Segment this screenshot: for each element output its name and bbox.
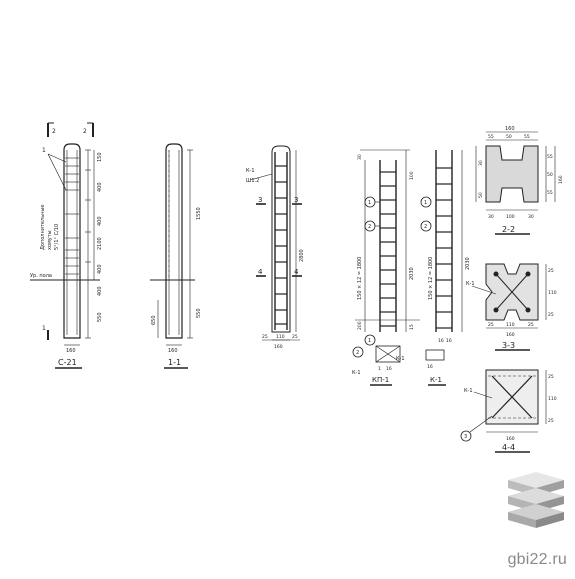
cage-kp1-view [352, 149, 445, 386]
marker-2-bottom: 2 [356, 350, 359, 356]
dim-30-kp1: 30 [357, 154, 363, 160]
dim-30-s22-bottom-b: 30 [528, 214, 534, 220]
dim-55-s22-right-b: 55 [547, 190, 553, 196]
section-mark-2-right: 2 [83, 128, 87, 135]
dim-400-c: 400 [97, 264, 103, 274]
dim-25-s33-bottom-b: 25 [528, 322, 534, 328]
dim-15-kp1: 15 [409, 324, 415, 330]
section-2-2-view [475, 131, 556, 235]
section-mark-3-left: 3 [258, 196, 262, 204]
dim-50-s22-top: 50 [506, 134, 512, 140]
section-4-4-title: 4-4 [502, 443, 515, 452]
dim-160-s22-top: 160 [505, 126, 515, 132]
label-k1-s33: К-1 [466, 281, 475, 287]
dim-160-k1: 160 [274, 344, 283, 350]
section-mark-1-left: 1 [42, 325, 46, 332]
dim-16-a-kp1: 16 [386, 366, 392, 372]
section-mark-2-left: 2 [52, 128, 56, 135]
cage-label-sh2: Ш1.2 [246, 178, 259, 184]
dim-160-s44: 160 [506, 436, 515, 442]
dim-30-s22-left: 30 [478, 160, 484, 166]
dim-1-kp1: 1 [378, 366, 381, 372]
callout-number-1: 1 [42, 147, 46, 154]
marker-2-k1r: 2 [424, 224, 427, 230]
dim-200-kp1: 200 [357, 321, 363, 330]
dim-650: 650 [151, 315, 157, 325]
section-3-3-title: 3-3 [502, 341, 515, 350]
section-2-2-title: 2-2 [502, 225, 515, 234]
section-1-1-title: 1-1 [168, 358, 181, 367]
note-line-1: Дополнительные [40, 205, 46, 250]
dim-100-kp1: 100 [409, 171, 415, 180]
level-label: Ур. пола [30, 273, 52, 279]
dim-160-s22-right: 160 [558, 175, 564, 184]
dim-110-s33-right: 110 [548, 290, 557, 296]
dim-25-s33-right-a: 25 [548, 268, 554, 274]
dim-100-s22-bottom: 100 [506, 214, 515, 220]
dim-25-s44-right-b: 25 [548, 418, 554, 424]
dim-2030-kp1: 2030 [409, 267, 415, 280]
dim-2100: 2100 [97, 237, 103, 250]
dim-25-a: 25 [262, 334, 268, 340]
dim-55-s22-right-a: 55 [547, 154, 553, 160]
label-k1-s44: К-1 [464, 388, 473, 394]
dim-50-s22-left: 50 [478, 192, 484, 198]
dim-25-s33-right-b: 25 [548, 312, 554, 318]
cage-k1-view [249, 145, 302, 341]
dim-550: 550 [97, 312, 103, 322]
dim-16-k1r-a: 16 [438, 338, 444, 344]
dim-400-d: 400 [97, 286, 103, 296]
dim-400-a: 400 [97, 182, 103, 192]
dim-16-b-kp1: 16 [427, 364, 433, 370]
note-line-2: хомуты [47, 230, 53, 250]
section-4-4-view [460, 369, 547, 453]
dim-25-s33-bottom-a: 25 [488, 322, 494, 328]
label-k1-bottom-b: К-1 [396, 356, 405, 362]
dim-110: 110 [276, 334, 285, 340]
column-title: С-21 [58, 358, 77, 367]
label-k1-bottom-a: К-1 [352, 370, 361, 376]
dim-400-b: 400 [97, 216, 103, 226]
dim-150x12-kp1: 150 × 12 = 1800 [357, 257, 363, 300]
stacked-slabs-logo-icon [508, 472, 564, 528]
dim-1550: 1550 [196, 207, 202, 220]
marker-2-kp1: 2 [368, 224, 371, 230]
dim-25-s44-right-a: 25 [548, 374, 554, 380]
cage-label-k1: К-1 [246, 168, 255, 174]
cage-k1-right-view [420, 150, 463, 386]
dim-2800: 2800 [299, 249, 305, 262]
marker-1-bottom: 1 [368, 338, 371, 344]
watermark-site[interactable]: gbi22.ru [507, 551, 567, 568]
section-mark-3-right: 3 [294, 196, 298, 204]
dim-110-s33-bottom: 110 [506, 322, 515, 328]
dim-150: 150 [97, 152, 103, 162]
section-1-1-view [150, 143, 195, 369]
marker-3-s44: 3 [464, 434, 467, 440]
dim-550-s11: 550 [196, 308, 202, 318]
marker-1-kp1: 1 [368, 200, 371, 206]
dim-16-k1r-b: 16 [446, 338, 452, 344]
dim-160-s33: 160 [506, 332, 515, 338]
cage-kp1-title: КП-1 [372, 376, 389, 384]
dim-2030-k1r: 2030 [465, 257, 471, 270]
column-view [30, 122, 100, 369]
section-3-3-view [471, 263, 547, 351]
cage-k1-right-title: К-1 [430, 376, 442, 384]
section-mark-4-right: 4 [294, 268, 299, 276]
dim-110-s44-right: 110 [548, 396, 557, 402]
dim-50-s22-right: 50 [547, 172, 553, 178]
note-line-3: 5°/1° С/10 [54, 224, 60, 250]
dim-55-s22-top-a: 55 [488, 134, 494, 140]
marker-1-k1r: 1 [424, 200, 427, 206]
dim-150x12-k1r: 150 × 12 = 1800 [428, 257, 434, 300]
section-mark-4-left: 4 [258, 268, 263, 276]
dim-160-column: 160 [66, 348, 76, 354]
dim-30-s22-bottom-a: 30 [488, 214, 494, 220]
dim-55-s22-top-b: 55 [524, 134, 530, 140]
dim-160-s11: 160 [168, 348, 178, 354]
dim-25-b: 25 [292, 334, 298, 340]
